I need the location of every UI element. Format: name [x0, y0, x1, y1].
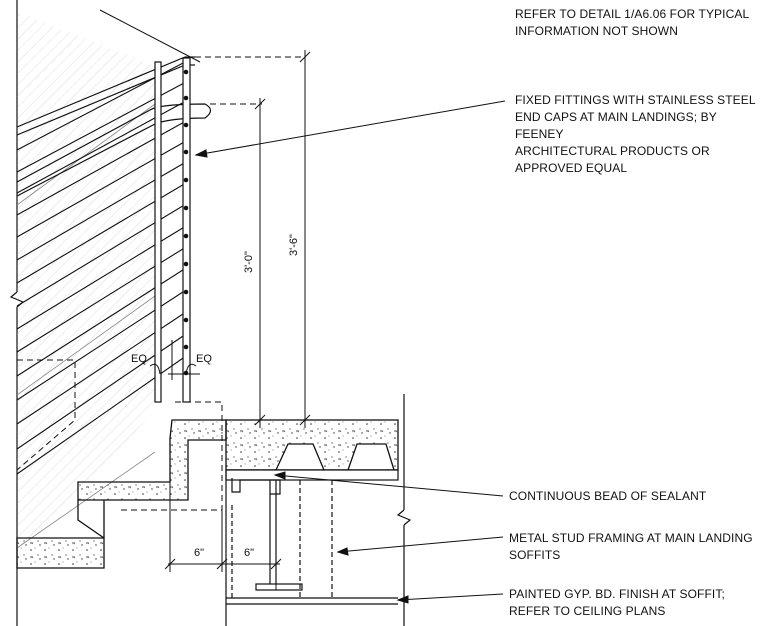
dim-eq-left: EQ	[131, 353, 147, 365]
dim-rail-height: 3'-6"	[288, 234, 300, 256]
stair-stringer-plane	[16, 9, 201, 560]
note-fixed-fittings: FIXED FITTINGS WITH STAINLESS STEEL END …	[515, 93, 756, 175]
note-refer-detail: REFER TO DETAIL 1/A6.06 FOR TYPICAL INFO…	[515, 7, 750, 38]
note-metal-stud: METAL STUD FRAMING AT MAIN LANDING SOFFI…	[509, 531, 753, 562]
handrail	[16, 103, 212, 197]
dim-eq-right: EQ	[196, 353, 212, 365]
landing-slab	[225, 419, 399, 471]
leader-lines	[194, 100, 506, 604]
note-sealant: CONTINUOUS BEAD OF SEALANT	[509, 489, 707, 503]
rail-posts	[154, 57, 191, 403]
dim-offset-left: 6"	[194, 547, 204, 559]
metal-stud-framing	[225, 469, 399, 626]
right-break-line	[396, 394, 412, 626]
dim-handrail-height: 3'-0"	[243, 251, 255, 273]
dim-offset-right: 6"	[244, 547, 254, 559]
hidden-stair-outline	[16, 56, 305, 511]
dimension-lines	[149, 50, 311, 590]
note-gyp-bd: PAINTED GYP. BD. FINISH AT SOFFIT; REFER…	[509, 587, 725, 618]
